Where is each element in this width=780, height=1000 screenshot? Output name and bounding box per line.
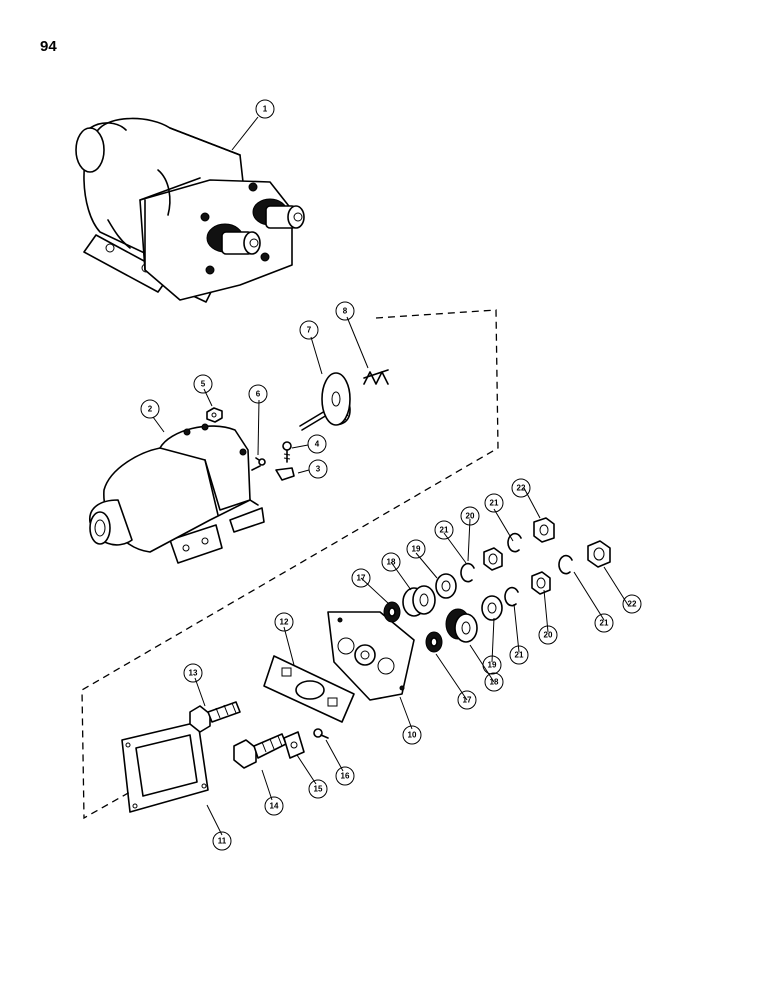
solenoid-body-illustration <box>89 423 265 564</box>
callout-11: 11 <box>212 831 232 851</box>
callout-15: 15 <box>308 779 328 799</box>
svg-text:20: 20 <box>466 512 475 521</box>
svg-text:21: 21 <box>490 499 499 508</box>
svg-text:11: 11 <box>218 837 227 846</box>
callout-17-upper: 17 <box>351 568 371 588</box>
svg-text:17: 17 <box>463 696 472 705</box>
gasket-and-plate-illustrations <box>121 611 415 813</box>
page-number: 94 <box>40 38 57 55</box>
callout-21-b: 21 <box>484 493 504 513</box>
svg-text:18: 18 <box>490 678 499 687</box>
callout-21-a: 21 <box>434 520 454 540</box>
svg-text:13: 13 <box>189 669 198 678</box>
svg-text:21: 21 <box>440 526 449 535</box>
svg-text:19: 19 <box>488 661 497 670</box>
callout-2: 2 <box>140 399 160 419</box>
callout-7: 7 <box>299 320 319 340</box>
callout-1: 1 <box>255 99 275 119</box>
callout-20-lower: 20 <box>538 625 558 645</box>
washer-nut-stack-illustrations <box>383 517 611 653</box>
svg-text:17: 17 <box>357 574 366 583</box>
svg-text:20: 20 <box>544 631 553 640</box>
callout-8: 8 <box>335 301 355 321</box>
callout-bubbles: 1 2 3 4 5 6 7 8 10 11 12 13 14 15 16 17 … <box>140 99 642 851</box>
svg-text:5: 5 <box>201 380 206 389</box>
callout-3: 3 <box>308 459 328 479</box>
svg-text:14: 14 <box>270 802 279 811</box>
svg-text:10: 10 <box>408 731 417 740</box>
callout-14: 14 <box>264 796 284 816</box>
svg-text:19: 19 <box>412 545 421 554</box>
svg-text:7: 7 <box>307 326 312 335</box>
callout-12: 12 <box>274 612 294 632</box>
callout-22-upper: 22 <box>511 478 531 498</box>
svg-text:16: 16 <box>341 772 350 781</box>
leader-lines <box>152 116 629 836</box>
svg-text:6: 6 <box>256 390 261 399</box>
svg-text:21: 21 <box>600 619 609 628</box>
svg-text:18: 18 <box>387 558 396 567</box>
callout-19-lower: 19 <box>482 655 502 675</box>
svg-text:8: 8 <box>343 307 348 316</box>
callout-18-lower: 18 <box>484 672 504 692</box>
solenoid-assembly-illustration <box>75 117 305 303</box>
callout-18-upper: 18 <box>381 552 401 572</box>
callout-17-lower: 17 <box>457 690 477 710</box>
callout-6: 6 <box>248 384 268 404</box>
callout-4: 4 <box>307 434 327 454</box>
small-hardware-illustrations <box>206 369 389 481</box>
svg-text:15: 15 <box>314 785 323 794</box>
callout-10: 10 <box>402 725 422 745</box>
svg-text:4: 4 <box>315 440 320 449</box>
callout-19-upper: 19 <box>406 539 426 559</box>
callout-13: 13 <box>183 663 203 683</box>
dashed-grouping-line <box>81 309 499 820</box>
callout-5: 5 <box>193 374 213 394</box>
svg-text:22: 22 <box>517 484 526 493</box>
svg-text:1: 1 <box>263 105 268 114</box>
svg-text:3: 3 <box>316 465 321 474</box>
svg-text:12: 12 <box>280 618 289 627</box>
callout-21-d: 21 <box>594 613 614 633</box>
svg-text:22: 22 <box>628 600 637 609</box>
svg-text:2: 2 <box>148 405 153 414</box>
callout-20-upper: 20 <box>460 506 480 526</box>
svg-text:21: 21 <box>515 651 524 660</box>
callout-16: 16 <box>335 766 355 786</box>
callout-22-lower: 22 <box>622 594 642 614</box>
callout-21-c: 21 <box>509 645 529 665</box>
